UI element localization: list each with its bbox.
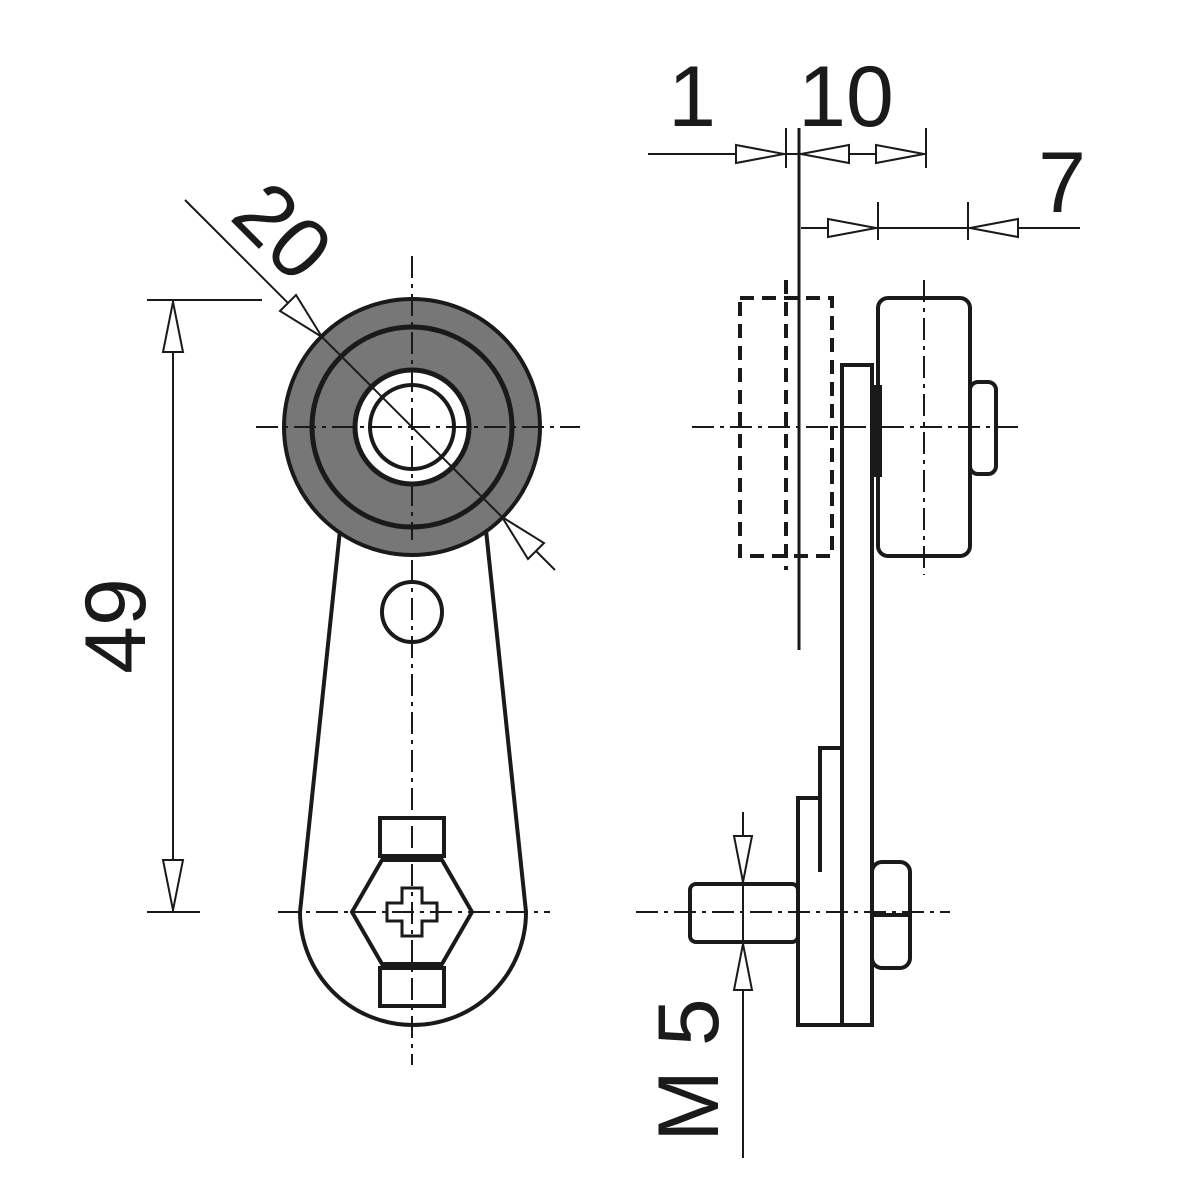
dim-arrow-thread-top: [732, 835, 754, 883]
phillips-cross-icon: [385, 886, 439, 938]
dim-roller-width-label: 7: [1038, 135, 1086, 231]
dim-offset-left-label: 1: [668, 49, 716, 145]
clamp-block-bottom: [378, 966, 446, 1008]
dim-arm-length-label: 49: [68, 578, 164, 674]
lever-plate: [840, 363, 874, 1027]
dim-arrow-7-right: [969, 217, 1019, 239]
clamp-block-top: [378, 816, 446, 858]
dim-arrow-length-top: [161, 301, 185, 353]
dim-arrow-length-bottom: [161, 859, 185, 911]
dim-arrow-1-right: [735, 143, 785, 165]
dim-roller-diameter-line: [184, 199, 556, 571]
roller-washer: [872, 385, 882, 477]
nut-side: [870, 860, 912, 970]
clamp-hub: [796, 746, 842, 1027]
dim-roller-offset-label: 10: [798, 49, 894, 145]
dim-arrow-10-right: [875, 143, 925, 165]
dim-roller-diameter-label: 20: [215, 164, 351, 300]
dim-arrow-thread-bottom: [732, 943, 754, 991]
dim-arrow-10-left: [800, 143, 850, 165]
dim-arrow-diameter-bottom: [501, 516, 546, 561]
dim-thread-label: M 5: [641, 998, 737, 1141]
side-view: 1 10 7 M 5: [636, 49, 1086, 1158]
dim-arrow-diameter-top: [278, 293, 323, 338]
front-view: 20 49: [68, 164, 580, 1065]
dim-arrow-7-left: [827, 217, 877, 239]
